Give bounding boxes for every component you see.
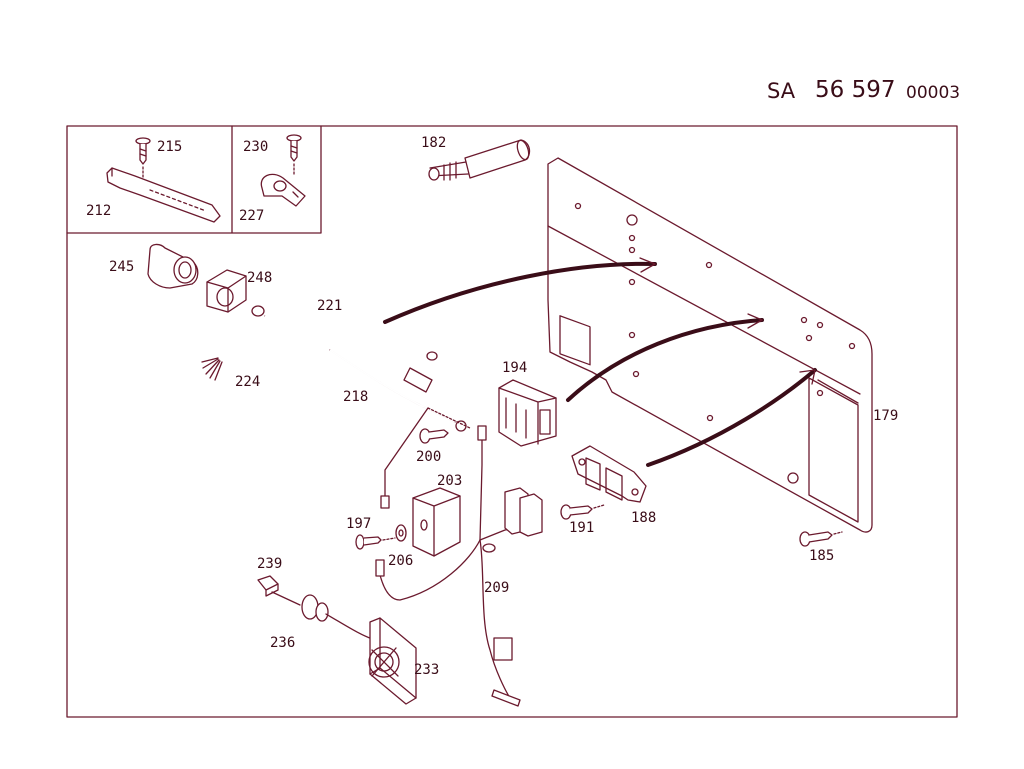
part-screw-230 xyxy=(286,134,302,177)
part-grommet-245 xyxy=(147,243,199,289)
label-209: 209 xyxy=(484,580,509,596)
label-245: 245 xyxy=(109,259,134,275)
part-screw-197 xyxy=(355,534,396,550)
part-harness-209 xyxy=(375,407,543,707)
label-233: 233 xyxy=(414,662,439,678)
part-screw-200 xyxy=(419,428,449,444)
label-227: 227 xyxy=(239,208,264,224)
part-plug-239 xyxy=(257,575,279,597)
part-gasket-188 xyxy=(571,445,647,503)
part-roller-182 xyxy=(428,139,531,181)
doc-number: 56 597 xyxy=(815,77,895,103)
part-screw-185 xyxy=(799,531,843,547)
part-cable-218 xyxy=(329,349,467,432)
label-215: 215 xyxy=(157,139,182,155)
part-screw-191 xyxy=(560,504,605,520)
doc-prefix: SA xyxy=(767,79,796,103)
label-182: 182 xyxy=(421,135,446,151)
label-203: 203 xyxy=(437,473,462,489)
label-191: 191 xyxy=(569,520,594,536)
part-strap-212 xyxy=(106,167,221,223)
part-cable-236 xyxy=(271,591,376,641)
label-188: 188 xyxy=(631,510,656,526)
assembly-arrows xyxy=(383,257,817,467)
part-box-203 xyxy=(412,487,461,557)
label-248: 248 xyxy=(247,270,272,286)
part-fan-233 xyxy=(368,617,417,705)
label-212: 212 xyxy=(86,203,111,219)
leader-200 xyxy=(427,407,471,429)
label-206: 206 xyxy=(388,553,413,569)
part-cable-221 xyxy=(251,305,438,361)
label-239: 239 xyxy=(257,556,282,572)
doc-suffix: 00003 xyxy=(906,83,960,103)
label-218: 218 xyxy=(343,389,368,405)
part-panel-179 xyxy=(547,157,873,533)
part-screw-215 xyxy=(135,137,151,179)
inset-frames xyxy=(66,125,322,234)
part-bushing-248 xyxy=(206,269,247,313)
part-clip-227 xyxy=(260,173,306,207)
label-197: 197 xyxy=(346,516,371,532)
label-224: 224 xyxy=(235,374,260,390)
part-connector-194 xyxy=(498,379,557,447)
label-200: 200 xyxy=(416,449,441,465)
label-236: 236 xyxy=(270,635,295,651)
part-washer-206 xyxy=(395,524,407,542)
label-230: 230 xyxy=(243,139,268,155)
label-194: 194 xyxy=(502,360,527,376)
part-cable-224 xyxy=(201,340,433,393)
label-185: 185 xyxy=(809,548,834,564)
label-221: 221 xyxy=(317,298,342,314)
label-179: 179 xyxy=(873,408,898,424)
part-labels: 215 212 230 227 182 245 248 221 224 218 … xyxy=(86,135,898,678)
drawing-frame xyxy=(66,125,958,718)
